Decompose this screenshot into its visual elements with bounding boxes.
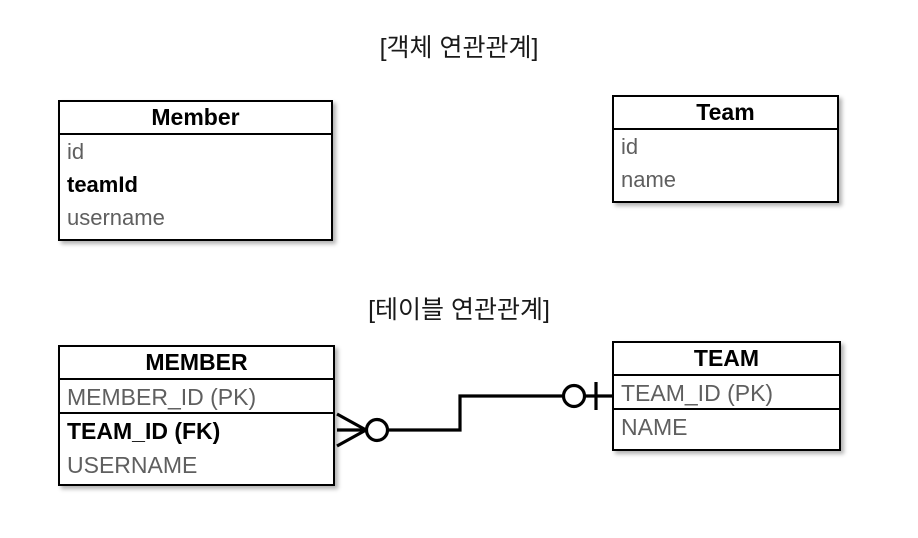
zero-marker-team-side <box>561 383 587 409</box>
object-section-title: [객체 연관관계] <box>379 34 539 62</box>
entity-field-team-name: name <box>621 167 677 192</box>
crows-foot-many-marker <box>336 412 367 448</box>
entity-header-team: Team <box>614 97 837 130</box>
table-box-member: MEMBER MEMBER_ID (PK) TEAM_ID (FK) USERN… <box>58 345 335 486</box>
table-section-title: [테이블 연관관계] <box>368 296 550 324</box>
table-header-member: MEMBER <box>60 347 333 380</box>
entity-box-member: Member id teamId username <box>58 100 333 241</box>
table-header-team: TEAM <box>614 343 839 376</box>
table-column-member-username: USERNAME <box>67 452 198 478</box>
table-column-member-id-pk: MEMBER_ID (PK) <box>60 380 333 414</box>
entity-header-member: Member <box>60 102 331 135</box>
entity-field-member-username: username <box>67 205 165 230</box>
table-box-team: TEAM TEAM_ID (PK) NAME <box>612 341 841 451</box>
entity-box-team: Team id name <box>612 95 839 203</box>
entity-field-team-id: id <box>621 134 639 159</box>
entity-field-member-id: id <box>67 139 85 164</box>
one-marker-team-side <box>585 382 612 410</box>
entity-field-member-teamid: teamId <box>67 172 138 197</box>
table-column-team-name: NAME <box>621 414 688 440</box>
connector-line <box>388 394 562 432</box>
table-column-team-id-pk: TEAM_ID (PK) <box>614 376 839 410</box>
table-column-team-id-fk: TEAM_ID (FK) <box>67 418 221 444</box>
zero-marker-member-side <box>364 417 390 443</box>
